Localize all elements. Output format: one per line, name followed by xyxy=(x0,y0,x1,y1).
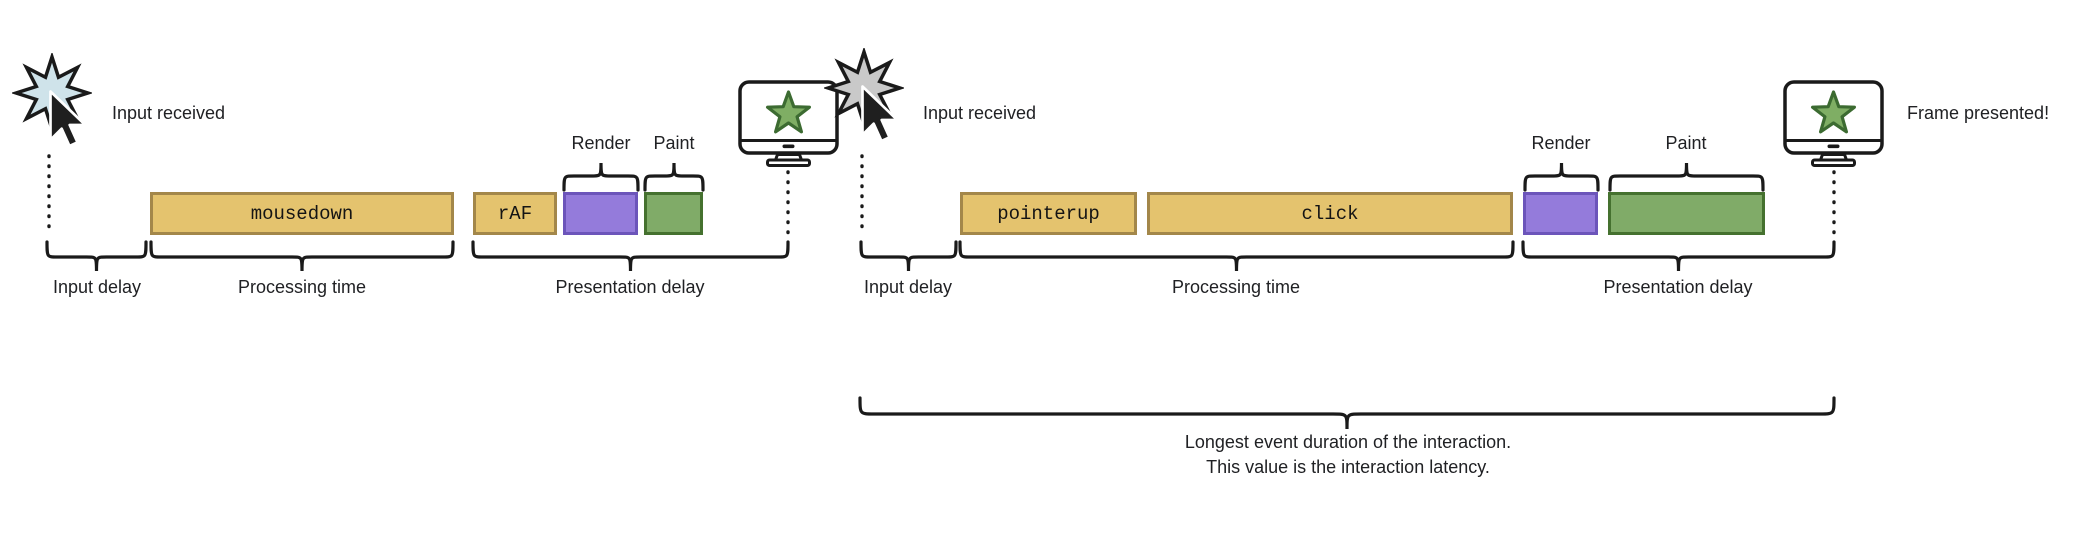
monitor-icon-2 xyxy=(1783,80,1884,167)
event-label-click: click xyxy=(1301,202,1359,225)
paint-label-1: Paint xyxy=(653,133,695,153)
render-label-2: Render xyxy=(1531,133,1591,153)
render-box-1 xyxy=(563,192,638,235)
render-label-1: Render xyxy=(571,133,631,153)
input-received-label-2: Input received xyxy=(923,103,1037,123)
brace-processing-time-2 xyxy=(958,240,1515,272)
paint-label-2: Paint xyxy=(1665,133,1707,153)
event-box-click: click xyxy=(1147,192,1513,235)
event-label-mousedown: mousedown xyxy=(250,202,354,225)
brace-paint-1 xyxy=(643,162,705,192)
summary-line-1: Longest event duration of the interactio… xyxy=(1184,432,1512,452)
frame-star-icon-2 xyxy=(1811,90,1857,134)
presentation-delay-label-2: Presentation delay xyxy=(1603,277,1753,297)
frame-star-icon-1 xyxy=(766,90,812,134)
processing-time-label-2: Processing time xyxy=(1171,277,1301,297)
monitor-icon-1 xyxy=(738,80,839,167)
brace-processing-time-1 xyxy=(149,240,455,272)
summary-line-2: This value is the interaction latency. xyxy=(1206,457,1490,477)
frame-presented-label: Frame presented! xyxy=(1907,103,2050,123)
brace-input-delay-1 xyxy=(45,240,148,272)
brace-render-1 xyxy=(562,162,640,192)
input-received-label-1: Input received xyxy=(112,103,226,123)
brace-presentation-delay-2 xyxy=(1521,240,1836,272)
brace-paint-2 xyxy=(1608,162,1765,192)
event-box-mousedown: mousedown xyxy=(150,192,454,235)
brace-presentation-delay-1 xyxy=(471,240,790,272)
processing-time-label-1: Processing time xyxy=(237,277,367,297)
event-label-raf: rAF xyxy=(497,202,533,225)
cursor-icon xyxy=(49,90,87,148)
presentation-delay-label-1: Presentation delay xyxy=(555,277,705,297)
brace-input-delay-2 xyxy=(859,240,958,272)
input-delay-label-2: Input delay xyxy=(863,277,953,297)
event-box-raf: rAF xyxy=(473,192,557,235)
brace-interaction-latency xyxy=(858,396,1836,430)
paint-box-2 xyxy=(1608,192,1765,235)
render-box-2 xyxy=(1523,192,1598,235)
brace-render-2 xyxy=(1523,162,1600,192)
cursor-icon-2 xyxy=(861,85,899,143)
input-delay-label-1: Input delay xyxy=(52,277,142,297)
event-box-pointerup: pointerup xyxy=(960,192,1137,235)
event-label-pointerup: pointerup xyxy=(997,202,1100,225)
paint-box-1 xyxy=(644,192,703,235)
